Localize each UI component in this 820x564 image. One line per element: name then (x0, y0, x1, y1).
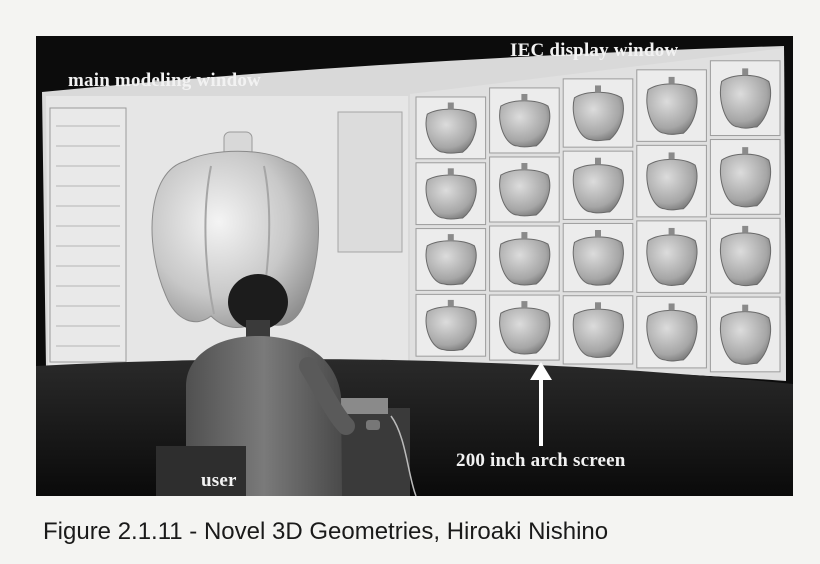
iec-pepper-model (572, 91, 624, 142)
iec-pepper-model (425, 174, 477, 220)
iec-pepper-stem (447, 168, 454, 176)
iec-pepper-stem (447, 102, 454, 110)
arch-screen-arrow (530, 362, 552, 446)
arch-screen-label: 200 inch arch screen (456, 450, 626, 471)
iec-pepper-model (499, 238, 551, 286)
iec-pepper-model (720, 232, 772, 287)
user-figure (156, 274, 355, 496)
iec-pepper-model (572, 308, 624, 359)
iec-pepper-model (425, 306, 477, 352)
iec-pepper-model (646, 83, 698, 135)
iec-pepper-model (425, 240, 477, 286)
iec-display-window-label: IEC display window (510, 40, 679, 61)
iec-pepper-model (499, 169, 551, 217)
iec-pepper-model (425, 108, 477, 154)
iec-pepper-stem (447, 234, 454, 242)
photo-iec-arch-screen: main modeling window IEC display window … (36, 36, 793, 496)
iec-pepper-model (572, 236, 624, 286)
chair (156, 446, 246, 496)
iec-pepper-model (499, 307, 551, 355)
iec-pepper-stem (742, 225, 749, 233)
iec-pepper-stem (595, 157, 601, 165)
iec-pepper-model (572, 164, 624, 214)
iec-pepper-stem (668, 227, 675, 235)
iec-grid (415, 60, 781, 373)
modeling-tool-panel (337, 111, 403, 253)
iec-pepper-stem (668, 152, 675, 160)
iec-pepper-model (720, 311, 772, 365)
iec-pepper-stem (521, 93, 528, 101)
iec-pepper-stem (742, 147, 749, 155)
iec-pepper-stem (742, 68, 749, 76)
modeling-side-panel (49, 107, 127, 363)
user-label: user (201, 470, 237, 491)
iec-pepper-stem (521, 163, 528, 171)
iec-pepper-stem (595, 302, 601, 310)
iec-pepper-stem (447, 299, 454, 307)
iec-pepper-model (720, 74, 772, 129)
iec-pepper-stem (595, 85, 601, 93)
iec-pepper-stem (595, 230, 601, 238)
mouse (366, 420, 380, 430)
iec-pepper-stem (521, 232, 528, 240)
iec-pepper-model (720, 153, 772, 208)
iec-pepper-stem (668, 303, 675, 311)
iec-pepper-stem (742, 304, 749, 312)
iec-pepper-stem (668, 76, 675, 84)
main-modeling-window-label: main modeling window (68, 70, 261, 91)
figure-caption: Figure 2.1.11 - Novel 3D Geometries, Hir… (43, 518, 609, 545)
iec-pepper-stem (521, 301, 528, 309)
iec-pepper-model (646, 234, 698, 286)
iec-pepper-model (499, 100, 551, 148)
photo-illustration (36, 46, 793, 496)
iec-pepper-model (646, 309, 698, 362)
iec-pepper-model (646, 158, 698, 211)
